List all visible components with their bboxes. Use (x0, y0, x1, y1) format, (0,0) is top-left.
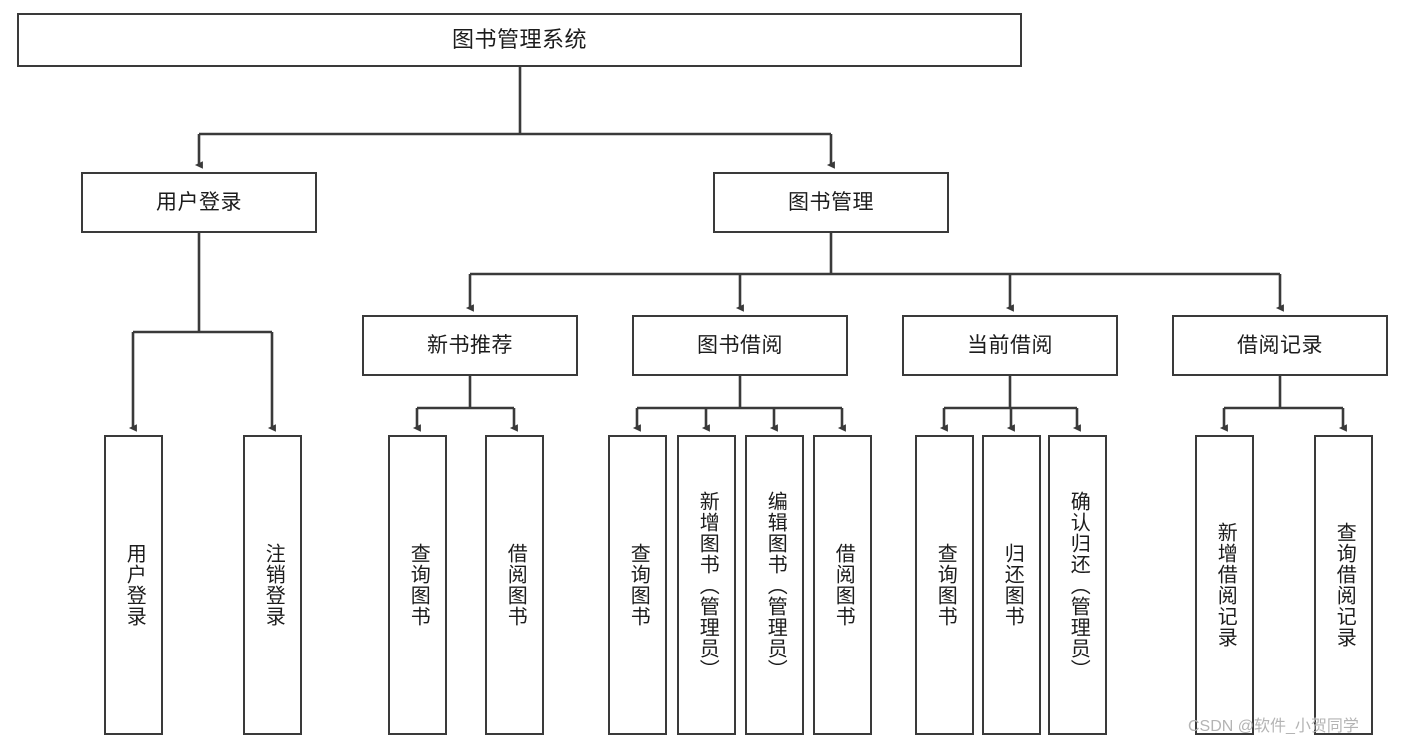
node-book-management[interactable]: 图书管理 (713, 172, 949, 233)
node-book-borrow[interactable]: 图书借阅 (632, 315, 848, 376)
leaf-borrow-edit-book[interactable]: 编辑图书（管理员） (745, 435, 804, 735)
watermark: CSDN @软件_小贺同学 (1188, 718, 1359, 735)
node-label: 用户登录 (123, 543, 146, 627)
node-label: 用户登录 (156, 190, 242, 214)
leaf-record-query-record[interactable]: 查询借阅记录 (1314, 435, 1373, 735)
node-user-login[interactable]: 用户登录 (81, 172, 317, 233)
leaf-recommend-borrow-book[interactable]: 借阅图书 (485, 435, 544, 735)
node-label: 图书管理 (788, 190, 874, 214)
leaf-borrow-query-book[interactable]: 查询图书 (608, 435, 667, 735)
leaf-borrow-add-book[interactable]: 新增图书（管理员） (677, 435, 736, 735)
node-label: 编辑图书（管理员） (764, 490, 787, 680)
leaf-user-login-signout[interactable]: 注销登录 (243, 435, 302, 735)
node-new-book-recommend[interactable]: 新书推荐 (362, 315, 578, 376)
node-label: 查询借阅记录 (1333, 522, 1356, 648)
node-label: 新增借阅记录 (1214, 522, 1237, 648)
node-label: 确认归还（管理员） (1067, 490, 1090, 680)
node-label: 图书管理系统 (451, 26, 587, 52)
node-label: 查询图书 (934, 543, 957, 627)
node-label: 新书推荐 (427, 333, 513, 357)
leaf-borrow-borrow-book[interactable]: 借阅图书 (813, 435, 872, 735)
node-label: 借阅图书 (504, 543, 527, 627)
node-label: 图书借阅 (697, 333, 783, 357)
leaf-record-add-record[interactable]: 新增借阅记录 (1195, 435, 1254, 735)
leaf-current-confirm-return[interactable]: 确认归还（管理员） (1048, 435, 1107, 735)
node-label: 查询图书 (627, 543, 650, 627)
leaf-current-return-book[interactable]: 归还图书 (982, 435, 1041, 735)
leaf-user-login-signin[interactable]: 用户登录 (104, 435, 163, 735)
node-label: 归还图书 (1001, 543, 1024, 627)
node-label: 当前借阅 (967, 333, 1053, 357)
node-label: 新增图书（管理员） (696, 490, 719, 680)
node-label: 借阅图书 (832, 543, 855, 627)
node-current-borrow[interactable]: 当前借阅 (902, 315, 1118, 376)
node-root-system[interactable]: 图书管理系统 (17, 13, 1022, 67)
leaf-recommend-query-book[interactable]: 查询图书 (388, 435, 447, 735)
node-label: 查询图书 (407, 543, 430, 627)
node-borrow-record[interactable]: 借阅记录 (1172, 315, 1388, 376)
node-label: 注销登录 (262, 543, 285, 627)
leaf-current-query-book[interactable]: 查询图书 (915, 435, 974, 735)
node-label: 借阅记录 (1237, 333, 1323, 357)
